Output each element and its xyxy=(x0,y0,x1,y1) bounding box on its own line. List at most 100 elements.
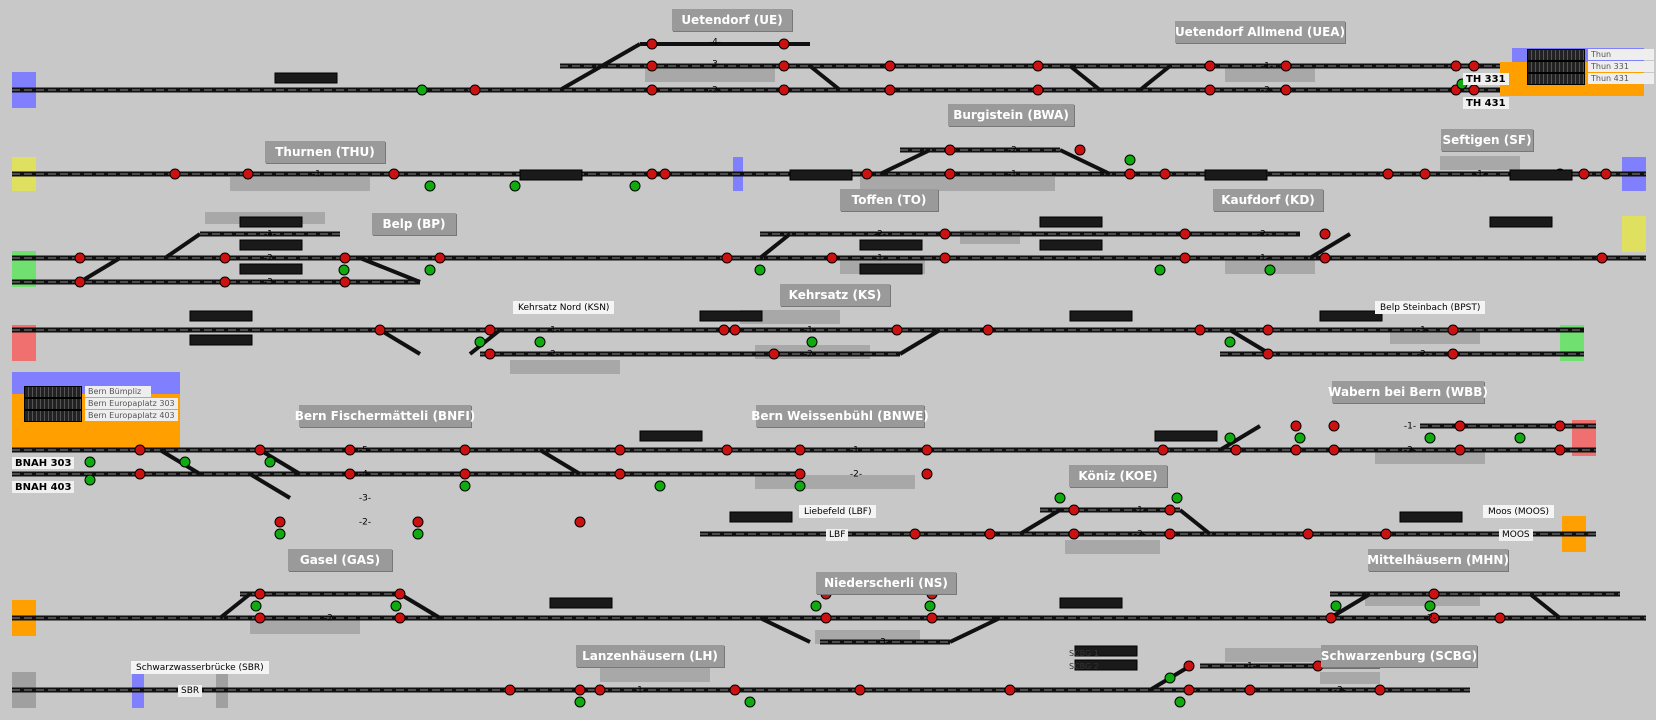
signal-icon[interactable] xyxy=(721,444,733,456)
signal-icon[interactable] xyxy=(1179,228,1191,240)
route-display[interactable] xyxy=(239,263,303,275)
signal-icon[interactable] xyxy=(944,144,956,156)
signal-icon[interactable] xyxy=(1174,696,1186,708)
signal-icon[interactable] xyxy=(250,600,262,612)
signal-icon[interactable] xyxy=(944,168,956,180)
signal-icon[interactable] xyxy=(614,444,626,456)
signal-icon[interactable] xyxy=(1224,336,1236,348)
signal-icon[interactable] xyxy=(1054,492,1066,504)
signal-icon[interactable] xyxy=(778,38,790,50)
signal-icon[interactable] xyxy=(646,168,658,180)
signal-icon[interactable] xyxy=(1328,420,1340,432)
signal-icon[interactable] xyxy=(1157,444,1169,456)
signal-icon[interactable] xyxy=(921,468,933,480)
signal-icon[interactable] xyxy=(891,324,903,336)
signal-icon[interactable] xyxy=(459,444,471,456)
destination-box[interactable] xyxy=(24,409,82,422)
signal-icon[interactable] xyxy=(242,168,254,180)
signal-icon[interactable] xyxy=(1159,168,1171,180)
signal-icon[interactable] xyxy=(1419,168,1431,180)
signal-icon[interactable] xyxy=(778,84,790,96)
station-seftigen[interactable]: Seftigen (SF) xyxy=(1441,129,1533,151)
signal-icon[interactable] xyxy=(1164,504,1176,516)
station-bern-weissenbuehl[interactable]: Bern Weissenbühl (BNWE) xyxy=(751,405,929,427)
route-display[interactable] xyxy=(1039,216,1103,228)
station-niederscherli[interactable]: Niederscherli (NS) xyxy=(816,572,956,594)
signal-icon[interactable] xyxy=(1428,612,1440,624)
signal-icon[interactable] xyxy=(509,180,521,192)
signal-icon[interactable] xyxy=(1154,264,1166,276)
signal-icon[interactable] xyxy=(504,684,516,696)
signal-icon[interactable] xyxy=(729,684,741,696)
signal-icon[interactable] xyxy=(984,528,996,540)
station-burgistein[interactable]: Burgistein (BWA) xyxy=(948,104,1074,126)
route-display[interactable] xyxy=(189,310,253,322)
signal-icon[interactable] xyxy=(939,228,951,240)
signal-icon[interactable] xyxy=(1124,168,1136,180)
route-display[interactable] xyxy=(859,263,923,275)
signal-icon[interactable] xyxy=(339,252,351,264)
signal-icon[interactable] xyxy=(574,684,586,696)
signal-icon[interactable] xyxy=(344,444,356,456)
route-display[interactable] xyxy=(859,239,923,251)
signal-icon[interactable] xyxy=(1424,432,1436,444)
signal-icon[interactable] xyxy=(1514,432,1526,444)
signal-icon[interactable] xyxy=(1380,528,1392,540)
signal-icon[interactable] xyxy=(1424,600,1436,612)
signal-icon[interactable] xyxy=(254,444,266,456)
signal-icon[interactable] xyxy=(754,264,766,276)
signal-icon[interactable] xyxy=(1374,684,1386,696)
signal-icon[interactable] xyxy=(1382,168,1394,180)
signal-icon[interactable] xyxy=(179,456,191,468)
signal-icon[interactable] xyxy=(459,480,471,492)
signal-icon[interactable] xyxy=(1224,432,1236,444)
signal-icon[interactable] xyxy=(1280,84,1292,96)
station-kaufdorf[interactable]: Kaufdorf (KD) xyxy=(1213,189,1323,211)
signal-icon[interactable] xyxy=(1183,684,1195,696)
signal-icon[interactable] xyxy=(1280,60,1292,72)
route-display[interactable] xyxy=(1059,597,1123,609)
route-display[interactable] xyxy=(274,72,338,84)
route-display[interactable] xyxy=(1204,169,1268,181)
signal-icon[interactable] xyxy=(484,348,496,360)
destination-box[interactable] xyxy=(1527,72,1585,85)
station-koeniz[interactable]: Köniz (KOE) xyxy=(1069,465,1167,487)
signal-icon[interactable] xyxy=(646,38,658,50)
destination-box[interactable] xyxy=(1527,48,1585,61)
signal-icon[interactable] xyxy=(274,516,286,528)
signal-icon[interactable] xyxy=(654,480,666,492)
route-display[interactable] xyxy=(1154,430,1218,442)
signal-icon[interactable] xyxy=(939,252,951,264)
signal-icon[interactable] xyxy=(1494,612,1506,624)
signal-icon[interactable] xyxy=(1164,528,1176,540)
signal-icon[interactable] xyxy=(1454,444,1466,456)
route-display[interactable] xyxy=(1399,511,1463,523)
route-display[interactable] xyxy=(239,239,303,251)
route-display[interactable] xyxy=(1489,216,1553,228)
station-lanzenhaeusern[interactable]: Lanzenhäusern (LH) xyxy=(576,645,724,667)
signal-icon[interactable] xyxy=(1194,324,1206,336)
station-thurnen[interactable]: Thurnen (THU) xyxy=(265,141,385,163)
signal-icon[interactable] xyxy=(459,468,471,480)
signal-icon[interactable] xyxy=(469,84,481,96)
route-display[interactable] xyxy=(699,310,763,322)
signal-icon[interactable] xyxy=(806,336,818,348)
signal-icon[interactable] xyxy=(594,684,606,696)
signal-icon[interactable] xyxy=(424,264,436,276)
station-schwarzenburg[interactable]: Schwarzenburg (SCBG) xyxy=(1321,645,1477,667)
signal-icon[interactable] xyxy=(1454,420,1466,432)
signal-icon[interactable] xyxy=(614,468,626,480)
signal-icon[interactable] xyxy=(344,468,356,480)
signal-icon[interactable] xyxy=(1302,528,1314,540)
destination-box[interactable] xyxy=(1527,60,1585,73)
signal-icon[interactable] xyxy=(1171,492,1183,504)
route-display[interactable] xyxy=(189,334,253,346)
signal-icon[interactable] xyxy=(1032,84,1044,96)
signal-icon[interactable] xyxy=(134,468,146,480)
station-uetendorf-allmend[interactable]: Uetendorf Allmend (UEA) xyxy=(1175,21,1345,43)
signal-icon[interactable] xyxy=(1262,348,1274,360)
signal-icon[interactable] xyxy=(1328,444,1340,456)
station-toffen[interactable]: Toffen (TO) xyxy=(840,189,938,211)
signal-icon[interactable] xyxy=(412,516,424,528)
route-display[interactable] xyxy=(1039,239,1103,251)
